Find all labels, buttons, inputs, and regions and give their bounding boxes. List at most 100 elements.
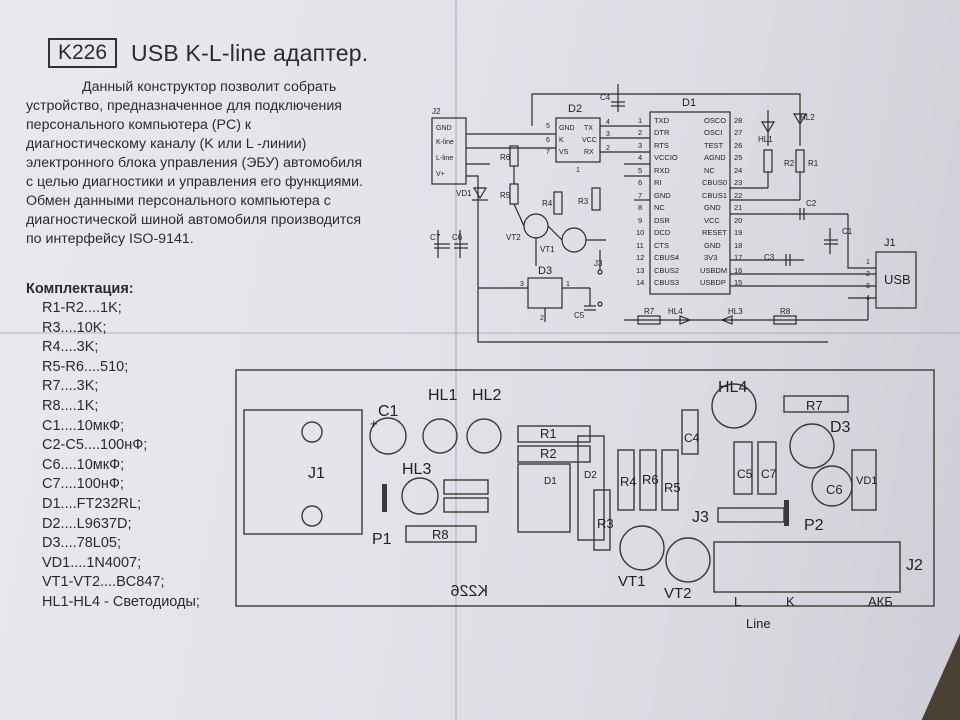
- j2-pin: GND: [436, 125, 452, 132]
- pcb-label-hl2: HL2: [472, 387, 501, 404]
- pcb-label-c6: C6: [826, 482, 843, 497]
- pcb-j2-terminal-k: K: [786, 594, 795, 609]
- description-line: с целью диагностики и управления его фун…: [26, 174, 364, 190]
- d2-pin-num: 6: [546, 137, 550, 144]
- circuit-schematic: TXD DTR RTS VCCIO RXD RI GND NC DSR DCD …: [430, 84, 917, 343]
- d1-pin-num: 27: [734, 128, 742, 137]
- pcb-label-vt1: VT1: [618, 573, 646, 590]
- d1-pin-num: 21: [734, 203, 742, 212]
- d1-label: D1: [682, 97, 696, 109]
- label-r1: R1: [808, 159, 819, 168]
- kit-item: VD1....1N4007;: [42, 554, 142, 571]
- kit-item: R7....3K;: [42, 378, 99, 395]
- pcb-label-c4: C4: [684, 431, 700, 445]
- label-hl4: HL4: [668, 307, 683, 316]
- description-line: по интерфейсу ISO-9141.: [26, 231, 194, 247]
- description-line: персонального компьютера (PC) к: [26, 117, 252, 133]
- kit-item: D2....L9637D;: [42, 515, 132, 532]
- d3-label: D3: [538, 265, 552, 277]
- d2-pin: GND: [559, 125, 575, 132]
- label-j3: J3: [594, 259, 603, 268]
- kit-item: R1-R2....1K;: [42, 300, 122, 316]
- label-vt2: VT2: [506, 233, 521, 242]
- pcb-outline: [235, 369, 935, 607]
- j2-label: J2: [432, 107, 441, 116]
- description: Данный конструктор позволит собрать устр…: [26, 78, 416, 249]
- header: K226 USB K-L-line адаптер.: [48, 38, 416, 68]
- label-c7: C7: [430, 233, 441, 242]
- pcb-label-d3: D3: [830, 419, 851, 436]
- d2-pin-num: 7: [546, 149, 550, 156]
- j1-pin-num: 1: [866, 259, 870, 266]
- d1-pin: GND: [704, 241, 721, 250]
- label-c2: C2: [806, 199, 817, 208]
- label-c3: C3: [764, 253, 775, 262]
- pcb-label-plus: +: [370, 416, 378, 431]
- d1-pin: GND: [654, 191, 671, 200]
- page-title: USB K-L-line адаптер.: [131, 39, 369, 66]
- pcb-label-r4: R4: [620, 474, 637, 489]
- d2-label: D2: [568, 103, 582, 115]
- d1-pin: DCD: [654, 228, 671, 237]
- paper-fold-horizontal: [0, 332, 960, 334]
- pcb-label-r6: R6: [642, 472, 659, 487]
- d1-pin-num: 8: [638, 203, 642, 212]
- d1-pin: 3V3: [704, 253, 717, 262]
- label-hl2: HL2: [800, 113, 815, 122]
- d2-pin: RX: [584, 149, 594, 156]
- label-c4: C4: [600, 93, 611, 102]
- label-r4: R4: [542, 199, 553, 208]
- label-hl1: HL1: [758, 135, 773, 144]
- kit-item: VT1-VT2....BC847;: [42, 574, 165, 591]
- d1-pin-num: 17: [734, 253, 742, 262]
- j1-pin-num: 3: [866, 283, 870, 290]
- j1-label: J1: [884, 237, 896, 249]
- pcb-layout: C1 HL1 HL2 HL3 HL4 R1 R2 R3 R4 R5 R6 R7 …: [235, 369, 935, 631]
- d2-pin: VS: [559, 149, 569, 156]
- d1-pin-num: 22: [734, 191, 742, 200]
- label-r5: R5: [500, 191, 511, 200]
- d1-pin-num: 11: [636, 241, 644, 250]
- label-r8: R8: [780, 307, 791, 316]
- kit-item: C1....10мкФ;: [42, 417, 125, 434]
- d1-pin: CBUS1: [702, 191, 727, 200]
- pcb-label-r5: R5: [664, 480, 681, 495]
- d1-pin-num: 23: [734, 178, 742, 187]
- description-line: диагностической шиной автомобиля произво…: [26, 212, 362, 228]
- d2-pin-num: 3: [606, 131, 610, 138]
- d1-pin: DSR: [654, 216, 670, 225]
- d1-pin: VCCIO: [654, 153, 678, 162]
- label-hl3: HL3: [728, 307, 743, 316]
- description-line: Данный конструктор позволит собрать: [82, 79, 337, 95]
- pcb-label-p1: P1: [372, 531, 392, 548]
- d1-pin-num: 25: [734, 153, 742, 162]
- d1-pin: TEST: [704, 141, 724, 150]
- d1-pin: RTS: [654, 141, 669, 150]
- d1-pin: VCC: [704, 216, 720, 225]
- label-r2: R2: [784, 159, 795, 168]
- d1-pin-num: 13: [636, 266, 644, 275]
- pcb-j1: [243, 409, 363, 535]
- label-r3: R3: [578, 197, 589, 206]
- j2-pin: V+: [436, 171, 445, 178]
- kit-item: HL1-HL4 - Светодиоды;: [42, 593, 200, 610]
- d1-pin: CTS: [654, 241, 669, 250]
- d1-pin: USBDP: [700, 278, 726, 287]
- d1-pin-num: 4: [638, 153, 642, 162]
- d2-pin-num: 4: [606, 119, 610, 126]
- d1-pin-num: 5: [638, 166, 642, 175]
- d1-pin: USBDM: [700, 266, 727, 275]
- kit-code: K226: [48, 38, 118, 68]
- d2-pin: VCC: [582, 137, 597, 144]
- d1-pin: TXD: [654, 116, 670, 125]
- d1-pin-num: 28: [734, 116, 742, 125]
- pcb-label-d2: D2: [584, 470, 597, 481]
- d1-pin-num: 14: [636, 278, 644, 287]
- d1-pin-num: 1: [638, 116, 642, 125]
- kit-item: R5-R6....510;: [42, 358, 129, 375]
- j1-connector: [875, 251, 917, 309]
- pcb-mirror-text: K226: [451, 583, 488, 600]
- pcb-label-c5: C5: [737, 467, 753, 481]
- d1-pin-num: 16: [734, 266, 742, 275]
- d2-pin: TX: [584, 125, 593, 132]
